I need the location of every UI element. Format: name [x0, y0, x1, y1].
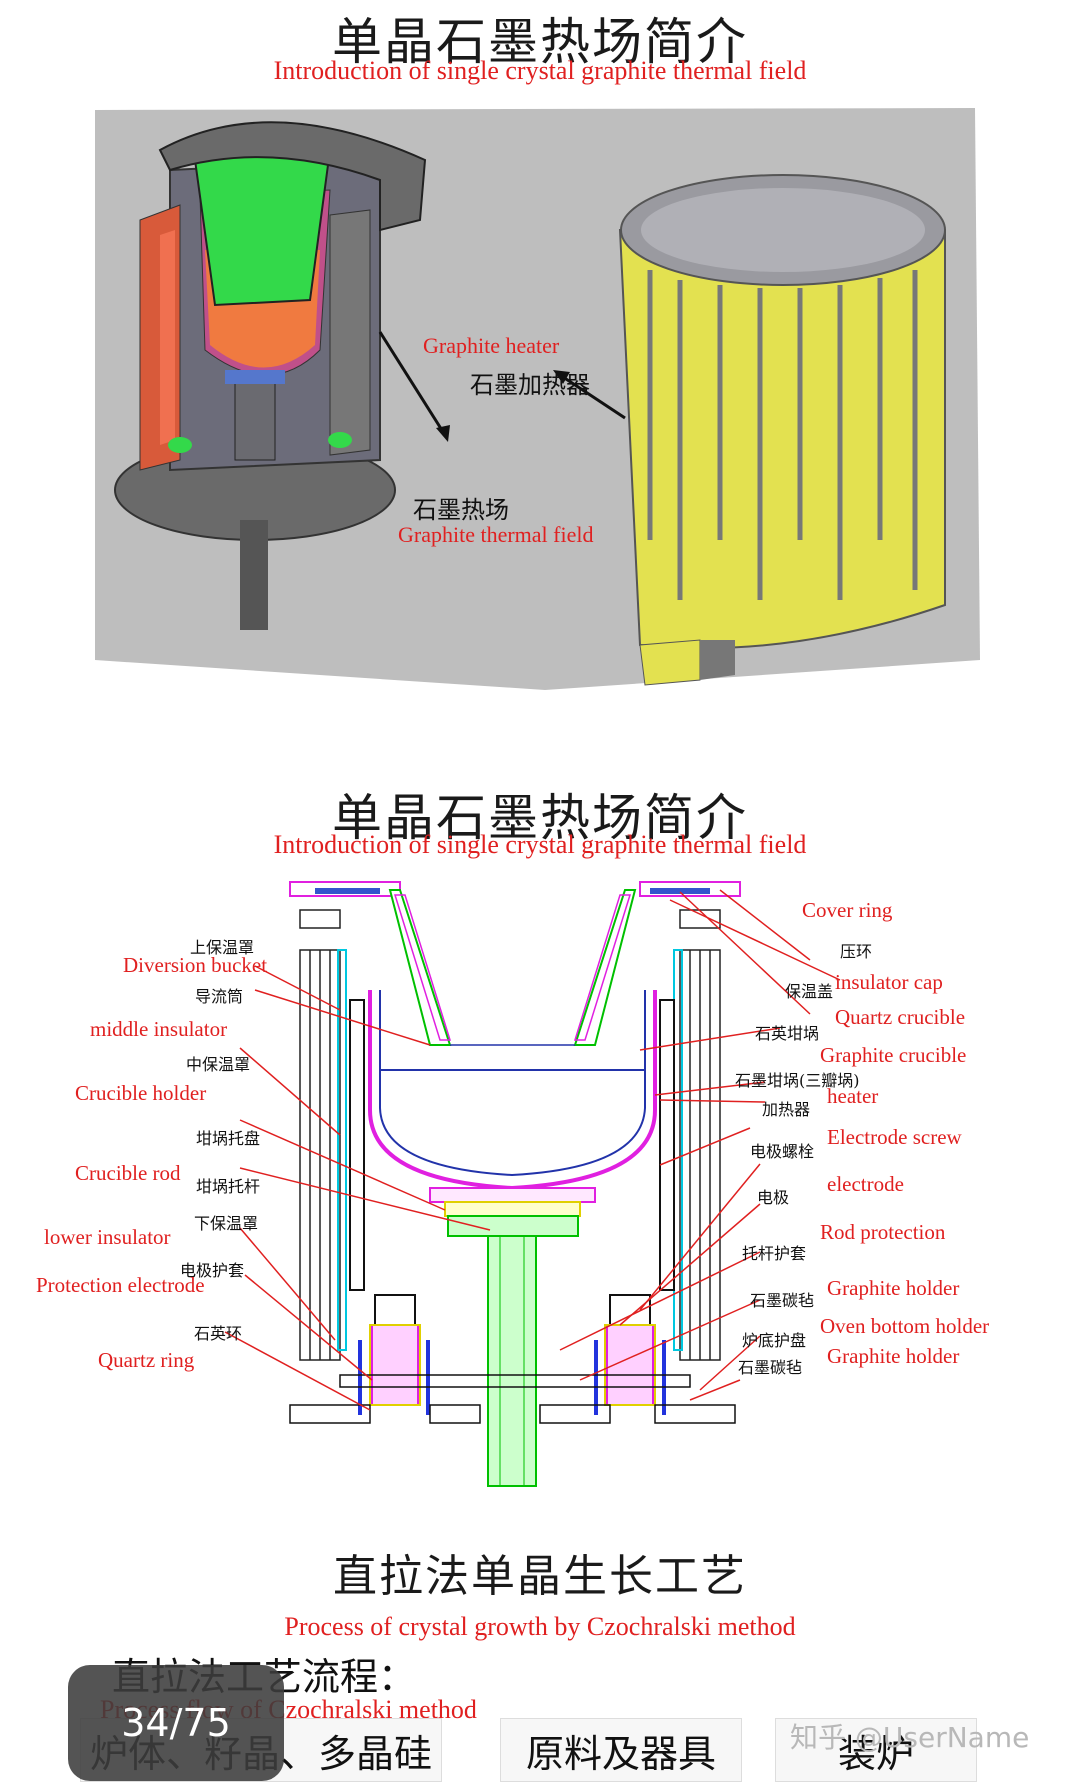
thermal-field-cross-section: [224, 881, 841, 1487]
slide-2: 单晶石墨热场简介 Introduction of single crystal …: [0, 720, 1080, 1490]
process-box-materials: 原料及器具: [500, 1718, 742, 1782]
slide-2-title-zh: 单晶石墨热场简介: [332, 789, 748, 847]
label-graphite-felt-zh-2: 石墨碳毡: [738, 1358, 803, 1377]
label-oven-bottom-zh: 炉底护盘: [742, 1331, 807, 1350]
label-graphite-holder-en-1: Graphite holder: [827, 1276, 960, 1300]
label-lower-insulator-zh: 下保温罩: [194, 1214, 259, 1233]
label-middle-insulator-zh: 中保温罩: [186, 1055, 251, 1074]
label-cover-ring-en: Cover ring: [802, 898, 893, 922]
label-graphite-field-en: Graphite thermal field: [398, 522, 594, 547]
label-graphite-crucible-en: Graphite crucible: [820, 1043, 967, 1067]
thermal-field-cutaway: [114, 121, 427, 630]
slide-2-title-en: Introduction of single crystal graphite …: [273, 830, 807, 859]
label-quartz-crucible-zh: 石英坩埚: [755, 1024, 820, 1043]
label-graphite-holder-en-2: Graphite holder: [827, 1344, 960, 1368]
label-graphite-heater-en: Graphite heater: [423, 333, 560, 358]
label-diversion-bucket-en: Diversion bucket: [123, 953, 268, 977]
label-middle-insulator-en: middle insulator: [90, 1017, 228, 1041]
label-oven-bottom-en: Oven bottom holder: [820, 1314, 990, 1338]
label-electrode-zh: 电极: [757, 1188, 790, 1207]
slide-1-title-zh: 单晶石墨热场简介: [332, 13, 748, 71]
label-electrode-en: electrode: [827, 1172, 904, 1196]
label-electrode-screw-zh: 电极螺栓: [750, 1142, 815, 1161]
slide-3-title-zh: 直拉法单晶生长工艺: [333, 1551, 747, 1602]
label-crucible-rod-zh: 坩埚托杆: [196, 1177, 261, 1196]
label-graphite-crucible-zh: 石墨坩埚(三瓣埚): [735, 1071, 860, 1090]
label-electrode-sleeve-zh: 电极护套: [180, 1261, 245, 1280]
label-graphite-field-zh: 石墨热场: [413, 496, 509, 524]
label-electrode-screw-en: Electrode screw: [827, 1125, 962, 1149]
label-graphite-heater-zh: 石墨加热器: [470, 371, 590, 399]
label-protection-electrode-en: Protection electrode: [36, 1273, 205, 1297]
label-press-ring-zh: 压环: [840, 942, 873, 961]
label-heater-en: heater: [827, 1084, 879, 1108]
label-graphite-felt-zh-1: 石墨碳毡: [750, 1291, 815, 1310]
page-indicator[interactable]: 34/75: [68, 1665, 284, 1781]
label-heater-zh: 加热器: [762, 1100, 811, 1119]
label-crucible-tray-zh: 坩埚托盘: [196, 1129, 261, 1148]
slide-3-title-en: Process of crystal growth by Czochralski…: [284, 1612, 796, 1641]
label-lower-insulator-en: lower insulator: [44, 1225, 171, 1249]
label-quartz-crucible-en: Quartz crucible: [835, 1005, 966, 1029]
label-quartz-ring-zh: 石英环: [194, 1324, 243, 1343]
graphite-heater-illustration: [618, 174, 946, 686]
label-quartz-ring-en: Quartz ring: [98, 1348, 195, 1372]
label-crucible-holder-en: Crucible holder: [75, 1081, 207, 1105]
label-crucible-rod-en: Crucible rod: [75, 1161, 181, 1185]
label-rod-protection-en: Rod protection: [820, 1220, 946, 1244]
thermal-field-3d-illustration: [95, 108, 980, 690]
label-rod-protection-zh: 托杆护套: [742, 1244, 807, 1263]
label-diversion-zh: 导流筒: [195, 987, 244, 1006]
watermark: 知乎 @UserName: [790, 1721, 1030, 1754]
label-insulator-cap-zh: 保温盖: [785, 982, 834, 1001]
label-insulator-cap-en: insulator cap: [835, 970, 943, 994]
label-upper-insulator-zh: 上保温罩: [190, 938, 255, 957]
slide-1: 单晶石墨热场简介 Introduction of single crystal …: [0, 0, 1080, 700]
slide-1-title-en: Introduction of single crystal graphite …: [273, 56, 807, 85]
